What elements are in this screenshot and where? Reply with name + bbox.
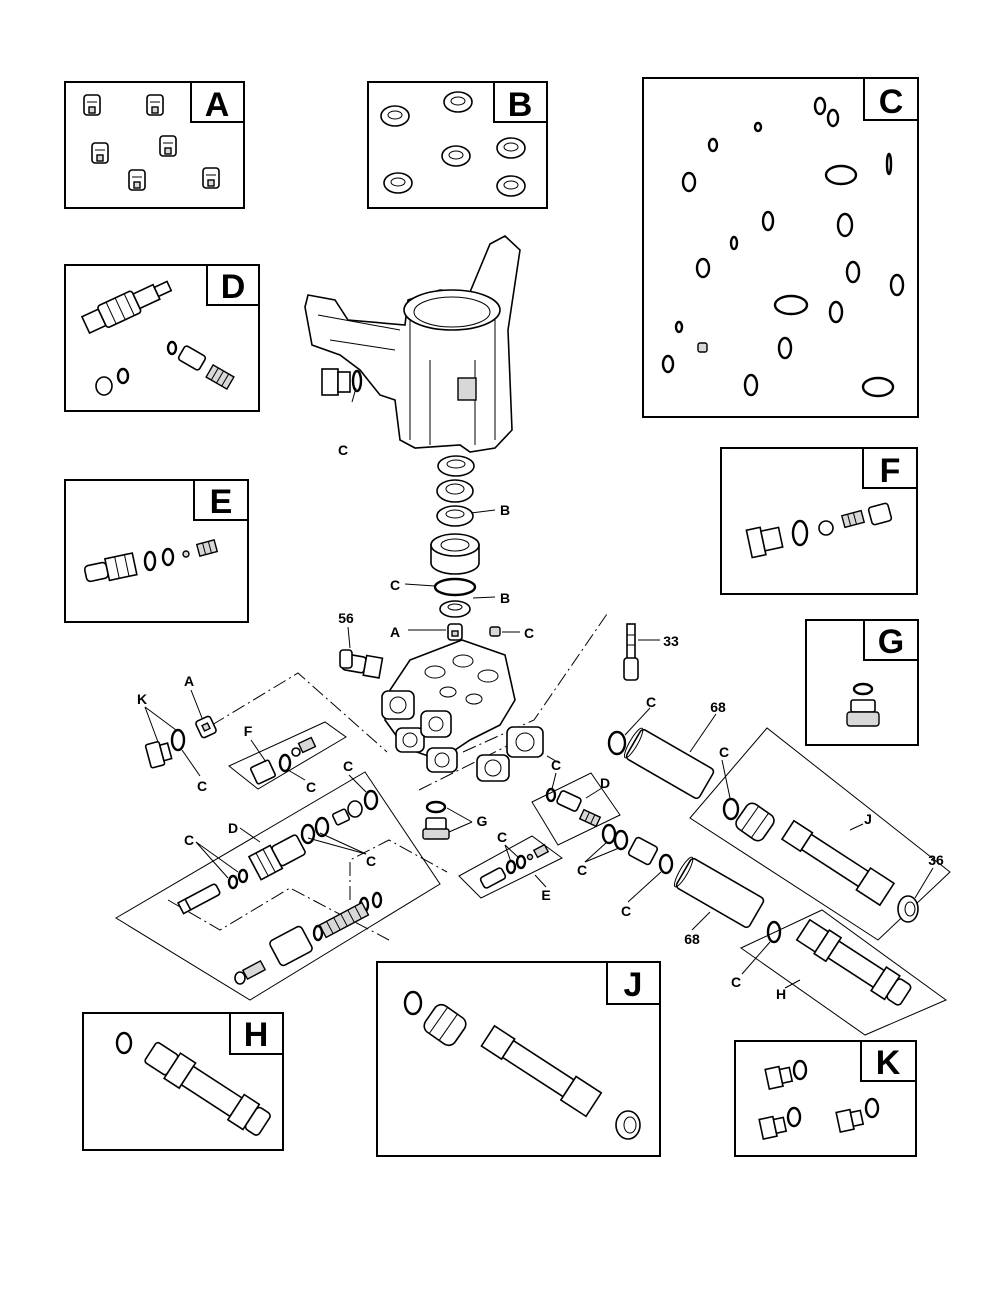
assembly-outlines (115, 613, 951, 1036)
outlet-assembly (722, 797, 919, 923)
callout-b-upper: B (500, 502, 510, 518)
kit-panel-b-letter: B (508, 86, 533, 124)
o-ring-icon (661, 96, 905, 398)
kit-panel-b: B (367, 81, 548, 209)
callout-c-left-bottom: C (197, 778, 207, 794)
kit-panel-c-letter: C (879, 83, 904, 121)
kit-panel-c: C (642, 77, 919, 418)
callout-c-j: C (719, 744, 729, 760)
tube-68-lower (673, 856, 765, 929)
unloader-group-right (545, 787, 602, 828)
callout-f: F (244, 723, 253, 739)
kit-panel-e-letter: E (210, 483, 233, 521)
callout-labels: C B C B A C 56 33 K A C F C C C D C G C … (137, 442, 944, 1002)
seal-icon (380, 91, 526, 197)
kit-panel-j-letter: J (624, 966, 643, 1004)
kit-panel-a: A (64, 81, 245, 209)
check-valve-icon (745, 502, 893, 559)
nozzle-fitting-icon (83, 539, 219, 583)
callout-c-crankcase: C (338, 442, 348, 458)
tube-68-upper (623, 727, 715, 800)
callout-33: 33 (663, 633, 679, 649)
callout-b-lower: B (500, 590, 510, 606)
callout-a-left: A (184, 673, 194, 689)
left-plug-group (144, 715, 217, 769)
callout-c-d-left: C (184, 832, 194, 848)
unloader-assembly-left (176, 789, 383, 985)
callout-k: K (137, 691, 147, 707)
fitting-56 (339, 649, 384, 679)
drain-plug-mid (422, 800, 450, 840)
kit-panel-j: J (376, 961, 661, 1157)
callout-a-mid: A (390, 624, 400, 640)
kit-panel-k: K (734, 1040, 917, 1157)
leader-lines (144, 387, 934, 989)
callout-c-upper-mid: C (343, 758, 353, 774)
callout-c-d-left-2: C (366, 853, 376, 869)
drain-plug-icon (846, 682, 880, 727)
seal-stack (430, 455, 501, 641)
plug-icon (758, 1059, 880, 1141)
kit-panel-g: G (805, 619, 919, 746)
inlet-valve-icon (83, 94, 220, 191)
callout-c-h: C (731, 974, 741, 990)
callout-c-seal: C (390, 577, 400, 593)
unloader-valve-icon (80, 280, 235, 396)
kit-panel-h: H (82, 1012, 284, 1151)
hose-adapter-icon (115, 1031, 271, 1136)
callout-e: E (541, 887, 550, 903)
kit-panel-h-letter: H (244, 1016, 269, 1054)
kit-panel-g-letter: G (878, 623, 904, 661)
kit-panel-a-letter: A (205, 86, 230, 124)
callout-g: G (477, 813, 488, 829)
callout-h: H (776, 986, 786, 1002)
callout-c-r1: C (577, 862, 587, 878)
right-valve-group (601, 730, 674, 875)
adapter-assembly (766, 918, 912, 1006)
kit-panel-f-letter: F (880, 452, 901, 490)
check-valve-group (249, 736, 317, 785)
outlet-fitting-icon (403, 990, 641, 1140)
kit-panel-d-letter: D (221, 268, 246, 306)
callout-36: 36 (928, 852, 944, 868)
callout-c-e: C (497, 829, 507, 845)
callout-d-right: D (600, 775, 610, 791)
kit-panel-d: D (64, 264, 260, 412)
callout-56: 56 (338, 610, 354, 626)
callout-c-r2: C (621, 903, 631, 919)
callout-c-68-ring: C (646, 694, 656, 710)
kit-panel-e: E (64, 479, 249, 623)
callout-j: J (864, 811, 872, 827)
crankcase (304, 235, 521, 453)
callout-68-upper: 68 (710, 699, 726, 715)
callout-c-f: C (306, 779, 316, 795)
callout-c-right: C (524, 625, 534, 641)
callout-c-d-right: C (551, 757, 561, 773)
callout-68-lower: 68 (684, 931, 700, 947)
nozzle-fitting-group (479, 843, 550, 889)
callout-d-left: D (228, 820, 238, 836)
kit-panel-f: F (720, 447, 918, 595)
bolt-33 (623, 623, 639, 681)
kit-panel-k-letter: K (876, 1044, 901, 1082)
manifold (381, 639, 544, 782)
